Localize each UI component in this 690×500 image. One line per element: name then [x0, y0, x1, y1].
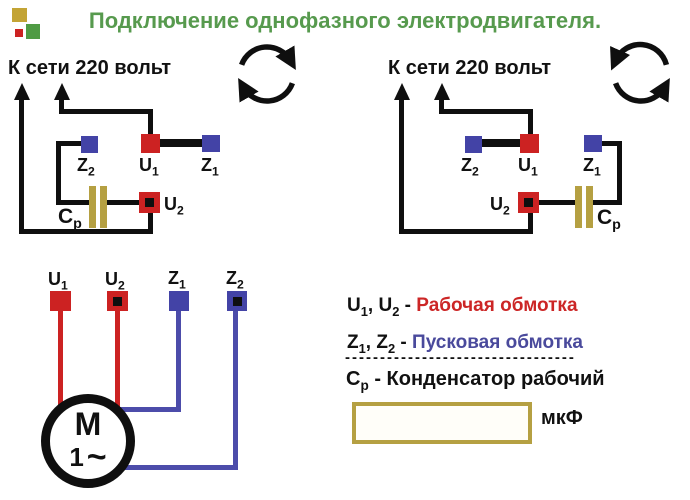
label-u2: U2 [490, 194, 510, 218]
wire [19, 229, 153, 234]
terminal-u1 [141, 134, 160, 153]
terminal-contact-dot [145, 198, 154, 207]
winding-wire-z2 [120, 465, 238, 470]
unit-label-mkf: мкФ [541, 407, 583, 429]
logo-green-square [26, 24, 40, 39]
terminal-u1 [520, 134, 539, 153]
wire [528, 212, 533, 234]
wire [56, 141, 83, 146]
motor-letter: M [74, 406, 102, 442]
wire [399, 97, 404, 231]
winding-wire-z2 [233, 311, 238, 470]
motor-terminal-u2 [107, 291, 128, 311]
mains-arrow-icon [394, 83, 410, 100]
logo-olive-square [12, 8, 27, 22]
wire [528, 109, 533, 137]
capacitor-plate [100, 186, 107, 228]
legend-starting-winding: Z1, Z2 - Пусковая обмотка [347, 332, 584, 356]
wire [617, 141, 622, 205]
motor-phase: 1 ~ [69, 440, 106, 474]
wire [439, 109, 533, 114]
label-z2: Z2 [77, 155, 95, 179]
label-u2: U2 [164, 194, 184, 218]
motor-label-z1: Z1 [168, 268, 186, 292]
terminal-z1 [202, 135, 220, 152]
capacitance-value-box[interactable] [352, 402, 532, 444]
wire [593, 200, 622, 205]
jumper-bar [482, 139, 522, 147]
wire [539, 200, 575, 205]
label-cap: Cp [597, 206, 621, 234]
winding-wire-u1 [58, 311, 63, 410]
terminal-z1 [584, 135, 602, 152]
terminal-contact-dot [524, 198, 533, 207]
wire [56, 200, 90, 205]
legend-divider: --------------------------------- [345, 349, 576, 366]
mains-arrow-icon [434, 83, 450, 100]
wire [59, 97, 64, 113]
mains-arrow-icon [54, 83, 70, 100]
wire [59, 109, 153, 114]
label-u1: U1 [518, 155, 538, 179]
motor-label-z2: Z2 [226, 268, 244, 292]
terminal-u2 [139, 192, 160, 213]
terminal-z2 [465, 136, 482, 153]
capacitor-plate [575, 186, 582, 228]
wire [56, 141, 61, 205]
sine-wave-icon: ~ [86, 438, 107, 476]
motor-label-u1: U1 [48, 269, 68, 293]
mains-arrow-icon [14, 83, 30, 100]
logo-red-square [15, 29, 23, 37]
label-z2: Z2 [461, 155, 479, 179]
motor-terminal-u1 [50, 291, 71, 311]
wire [439, 97, 444, 113]
capacitor-plate [89, 186, 96, 228]
rotation-clockwise-icon [238, 44, 296, 104]
terminal-z2 [81, 136, 98, 153]
motor-label-u2: U2 [105, 269, 125, 293]
terminal-contact-dot [113, 297, 122, 306]
wire [19, 97, 24, 231]
legend-capacitor: Cp - Конденсатор рабочий [346, 368, 605, 393]
capacitor-plate [586, 186, 593, 228]
rotation-counterclockwise-icon [610, 41, 670, 104]
wire [148, 109, 153, 137]
terminal-u2 [518, 192, 539, 213]
motor-terminal-z2 [227, 291, 247, 311]
wire [107, 200, 141, 205]
motor-terminal-z1 [169, 291, 189, 311]
mains-label-left: К сети 220 вольт [8, 57, 172, 79]
wire [148, 212, 153, 234]
wire [602, 141, 619, 146]
wire [399, 229, 533, 234]
jumper-bar [158, 139, 204, 147]
motor-phase-number: 1 [69, 442, 84, 472]
page-title: Подключение однофазного электродвигателя… [88, 8, 602, 33]
terminal-contact-dot [233, 297, 242, 306]
legend-working-winding: U1, U2 - Рабочая обмотка [347, 295, 578, 319]
winding-wire-u2 [115, 311, 120, 408]
label-z1: Z1 [583, 155, 601, 179]
motor-symbol: M 1 ~ [41, 394, 135, 488]
winding-wire-z1 [176, 311, 181, 412]
label-cap: Cp [58, 205, 82, 233]
winding-wire-z1 [110, 407, 181, 412]
label-u1: U1 [139, 155, 159, 179]
label-z1: Z1 [201, 155, 219, 179]
mains-label-right: К сети 220 вольт [388, 57, 552, 79]
